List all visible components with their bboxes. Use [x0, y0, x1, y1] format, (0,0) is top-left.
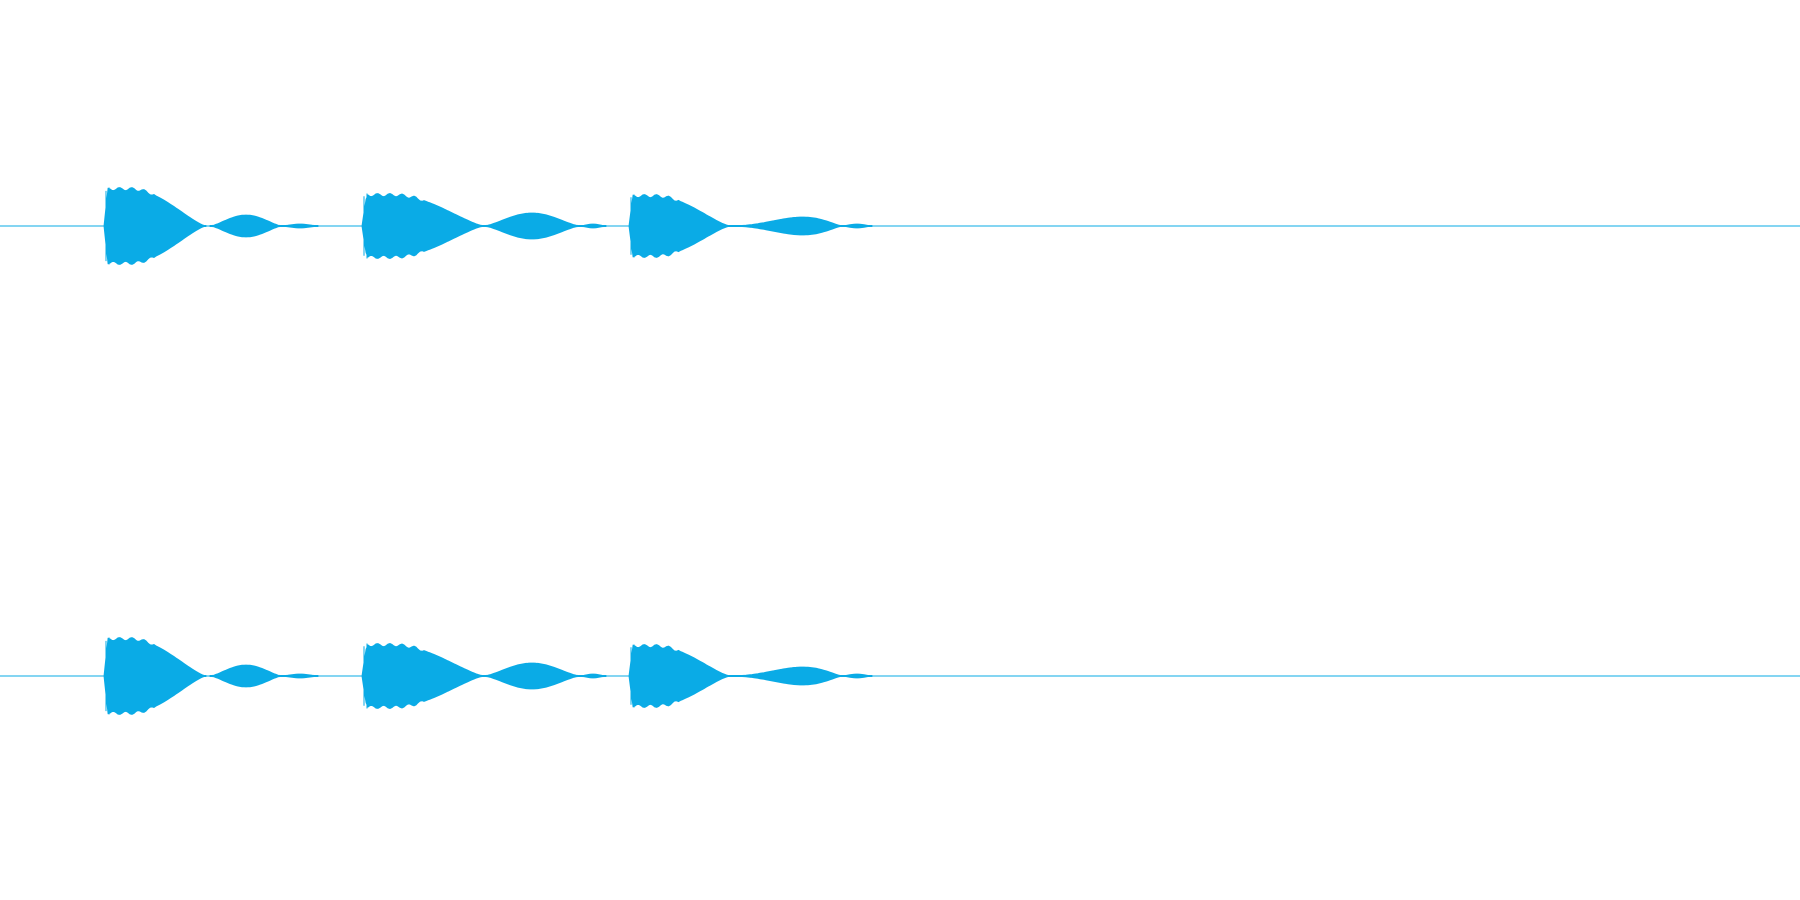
- waveform-burst-2-segment-2: [483, 662, 581, 690]
- waveform-burst-2-segment-3: [579, 673, 607, 679]
- waveform-burst-1-segment-3: [281, 223, 319, 229]
- waveform-burst-3-segment-2: [729, 666, 843, 686]
- waveform-burst-3-segment-1: [628, 194, 731, 258]
- waveform-burst-2-segment-2: [483, 212, 581, 240]
- waveform-burst-2-segment-1: [361, 192, 485, 260]
- waveform-burst-3-segment-1: [628, 644, 731, 708]
- channel-1-waveform[interactable]: [0, 187, 1800, 265]
- waveform-burst-3-segment-3: [841, 673, 873, 679]
- waveform-burst-2-segment-3: [579, 223, 607, 229]
- channel-2-waveform[interactable]: [0, 637, 1800, 715]
- waveform-burst-1-segment-2: [209, 214, 283, 238]
- waveform-burst-3-segment-3: [841, 223, 873, 229]
- waveform-burst-1-segment-2: [209, 664, 283, 688]
- waveform-burst-1-segment-1: [103, 637, 207, 715]
- waveform-burst-2-segment-1: [361, 642, 485, 710]
- waveform-burst-1-segment-3: [281, 673, 319, 679]
- waveform-burst-3-segment-2: [729, 216, 843, 236]
- waveform-burst-1-segment-1: [103, 187, 207, 265]
